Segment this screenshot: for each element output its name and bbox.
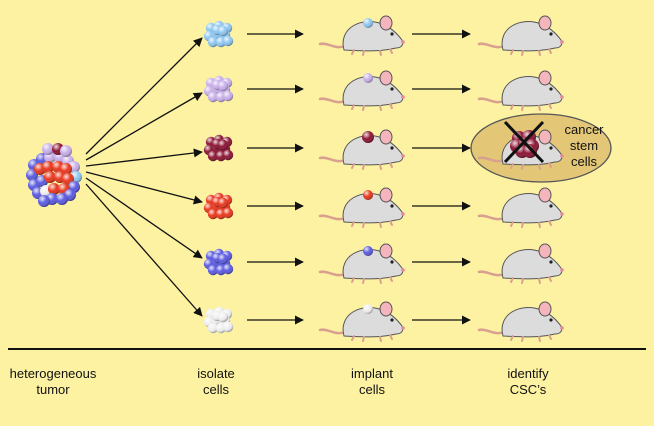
isolate-arrow [85,148,203,167]
implanted-mouse [318,301,405,342]
isolate-arrow [85,171,203,205]
isolated-cell-cluster-red-orange [203,192,234,220]
isolated-cell-cluster-dark-red [203,134,234,162]
label-identify-cscs: identify CSC’s [507,366,549,397]
mice-layer [318,15,564,342]
isolated-cell-cluster-white [203,306,234,334]
label-cancer-stem-cells: cancer stem cells [564,122,604,169]
label-heterogeneous-tumor: heterogeneous tumor [9,366,97,397]
isolated-cell-cluster-lavender [203,75,234,103]
isolate-arrow [85,177,203,259]
implanted-mouse [318,187,405,228]
isolated-cell-cluster-blue [203,248,234,276]
follow-up-mouse [477,70,564,111]
heterogeneous-tumor [26,143,82,207]
cells-layer [26,18,545,334]
implanted-mouse [318,15,405,56]
implanted-mouse [318,129,405,170]
follow-up-mouse [477,243,564,284]
cross-mark-icon [503,120,545,164]
label-implant-cells: implant cells [351,366,393,397]
implanted-mouse [318,70,405,111]
isolate-arrow [85,37,203,155]
follow-up-mouse [477,301,564,342]
implanted-mouse [318,243,405,284]
isolated-cell-cluster-light-blue [203,20,234,48]
isolate-arrow [85,183,203,317]
connector-layer [85,29,471,325]
label-isolate-cells: isolate cells [197,366,235,397]
follow-up-mouse [477,187,564,228]
isolate-arrow [85,92,203,161]
follow-up-mouse [477,15,564,56]
